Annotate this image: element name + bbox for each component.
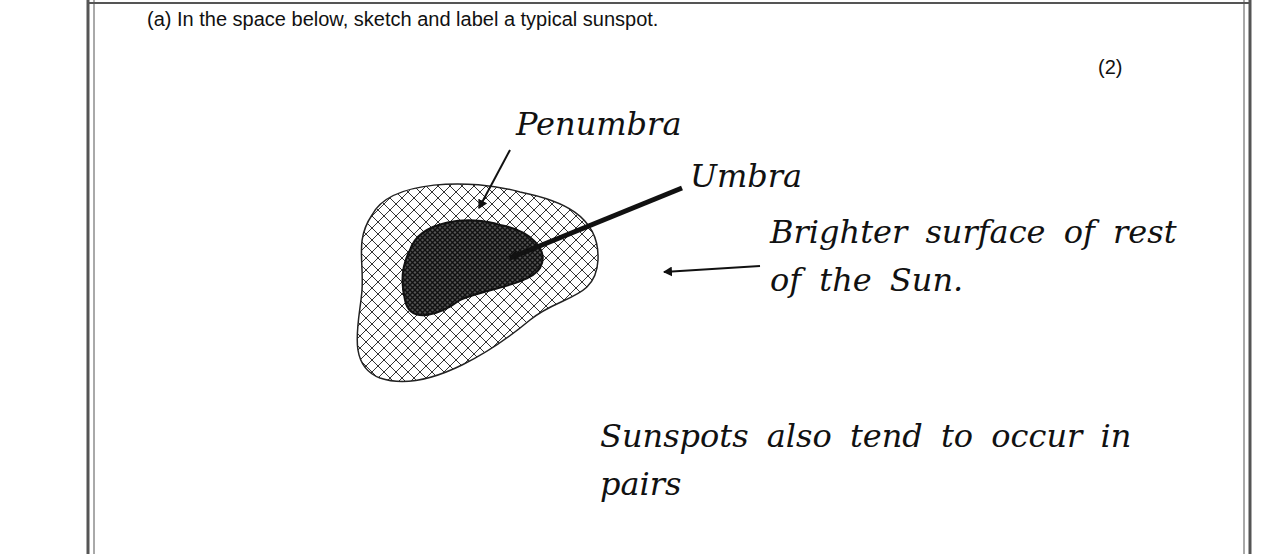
leader-arrow	[510, 188, 682, 258]
umbra-region	[402, 220, 542, 315]
leader-arrow	[479, 150, 510, 208]
part-label: Umbra	[690, 152, 802, 200]
question-text: (a) In the space below, sketch and label…	[147, 8, 658, 31]
penumbra-region	[357, 184, 598, 382]
part-label: Brighter surface of rest of the Sun.	[770, 208, 1190, 304]
part-label: Penumbra	[516, 100, 681, 148]
note-text: Sunspots also tend to occur in pairs	[600, 412, 1160, 508]
page-frame	[88, 0, 1250, 554]
leader-arrow	[664, 266, 760, 272]
mark-allocation: (2)	[1098, 56, 1122, 79]
